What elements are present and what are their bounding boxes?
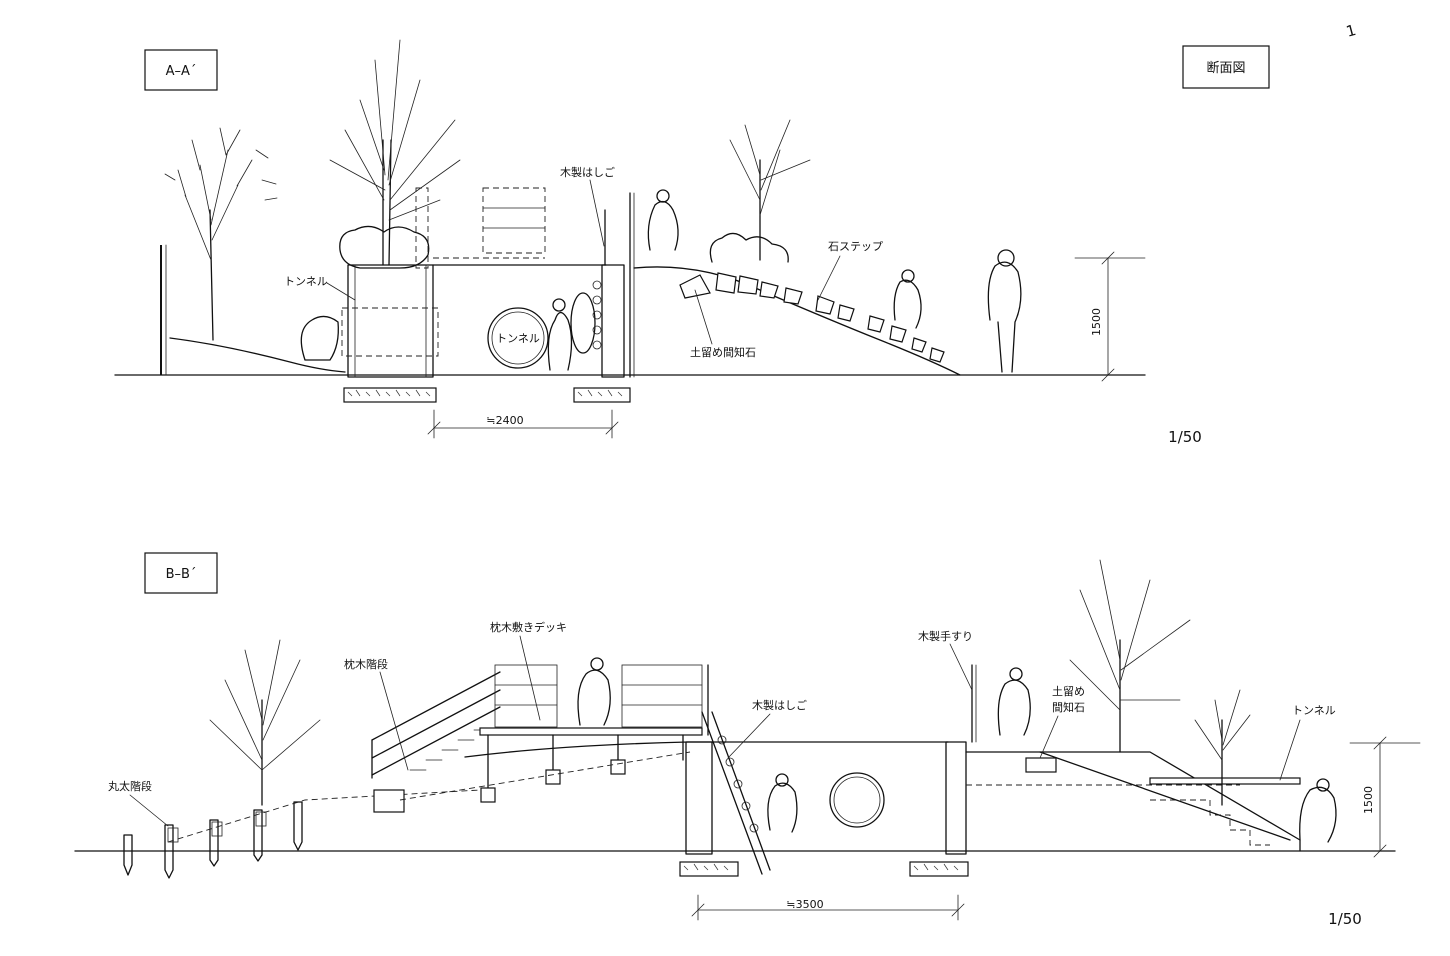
section-bb-title: B–B´ [166,567,197,582]
sheet-mark-text: 1 [1344,21,1358,41]
section-bb-scale: 1/50 [1328,910,1362,928]
log-steps [123,789,481,879]
dimension-width-bb: ≒3500 [691,894,965,921]
right-mound-bb [965,751,1301,852]
section-aa-title: A–A´ [166,64,197,79]
sleeper-steps [371,671,501,813]
tree-icon [209,639,321,806]
section-aa: A–A´ トンネル [114,39,1202,446]
label-sleeper-deck: 枕木敷きデッキ [490,620,567,634]
dim-height-aa-text: 1500 [1090,308,1103,336]
sleeper-deck [479,664,709,803]
upper-platform [415,187,607,269]
label-retaining-stone-bb-2: 間知石 [1052,700,1085,714]
pipe-tunnel-icon [829,772,885,828]
page-tag: 断面図 [1182,45,1270,89]
dimension-height-bb: 1500 [1349,736,1421,858]
label-tunnel-left: トンネル [284,275,328,288]
retaining-stone-block [1025,757,1057,773]
tree-crown-base [339,225,430,269]
dimension-width-aa: ≒2400 [427,409,619,439]
tree-icon [1194,689,1251,806]
dimension-height-aa: 1500 [1074,251,1146,382]
stone-steps [679,272,945,363]
label-retaining-stone-bb-1: 土留め [1052,685,1085,698]
person-figure-icon [767,782,798,833]
right-mound [633,266,961,376]
person-figure-icon [577,669,611,726]
person-figure-icon [987,261,1022,373]
tree-icon [329,39,461,269]
dim-width-bb-text: ≒3500 [786,898,823,911]
label-stone-step: 石ステップ [828,240,883,253]
person-figure-icon [1299,786,1337,843]
person-figure-icon [547,311,573,371]
section-bb-title-box [144,552,218,594]
tree-icon [164,127,278,341]
pipe-tunnel-icon: トンネル [487,307,549,369]
label-ladder-aa: 木製はしご [560,165,615,179]
tree-icon [709,119,811,263]
section-bb: B–B´ 丸太階段 枕木階段 [74,552,1421,928]
left-mound [169,337,346,373]
section-aa-scale: 1/50 [1168,428,1202,446]
person-figure-icon [997,679,1031,736]
page-tag-text: 断面図 [1206,61,1245,76]
dim-width-aa-text: ≒2400 [486,414,523,427]
dim-height-bb-text: 1500 [1362,786,1375,814]
label-log-steps: 丸太階段 [108,779,152,793]
label-tunnel-pipe: トンネル [496,332,540,345]
section-aa-title-box [144,49,218,91]
label-sleeper-steps: 枕木階段 [344,657,388,671]
person-figure-icon [893,279,922,329]
label-ladder-bb: 木製はしご [752,698,807,712]
right-wall-bb [909,664,977,877]
label-tunnel-bb: トンネル [1292,704,1336,717]
ladder-wall-bb [679,711,771,877]
label-handrail: 木製手すり [918,629,973,643]
person-figure-icon [647,200,679,251]
tunnel-opening-oval [570,292,596,354]
shrub-left [300,315,339,361]
tree-icon [1069,559,1191,753]
tunnel-box-left [341,264,439,403]
label-retaining-stone-aa: 土留め間知石 [690,345,756,359]
ladder-wall-aa [573,192,635,403]
sheet-mark: 1 [1344,21,1358,41]
